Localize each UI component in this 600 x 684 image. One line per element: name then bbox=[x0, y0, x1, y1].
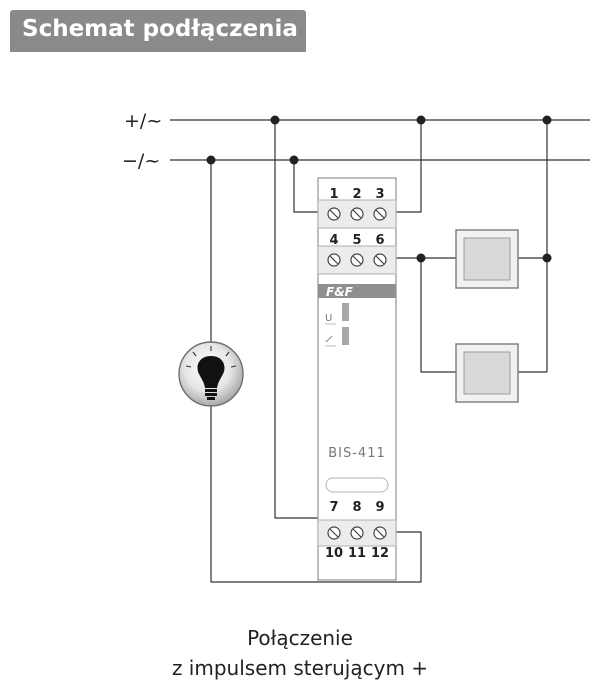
terminal-label: 5 bbox=[352, 233, 361, 248]
screw-terminal-icon bbox=[373, 207, 387, 221]
negative-line-label: −/~ bbox=[122, 150, 160, 172]
device-model: BIS-411 bbox=[328, 446, 386, 461]
junction-dot bbox=[542, 115, 552, 125]
junction-dot bbox=[416, 115, 426, 125]
junctions bbox=[206, 115, 552, 263]
junction-dot bbox=[542, 253, 552, 263]
terminal-label: 4 bbox=[329, 233, 338, 248]
screw-terminal-icon bbox=[327, 207, 341, 221]
pushbutton-2 bbox=[455, 343, 519, 403]
label-window bbox=[325, 477, 389, 493]
screw-terminal-icon bbox=[350, 207, 364, 221]
title-banner: Schemat podłączenia bbox=[10, 10, 306, 52]
caption-line-2: z impulsem sterującym + bbox=[171, 656, 429, 680]
led-indicator-u bbox=[342, 303, 349, 321]
junction-dot bbox=[206, 155, 216, 165]
junction-dot bbox=[289, 155, 299, 165]
page-title: Schemat podłączenia bbox=[22, 16, 298, 42]
junction-dot bbox=[270, 115, 280, 125]
terminal-label: 3 bbox=[375, 187, 384, 202]
terminal-label: 7 bbox=[329, 500, 338, 515]
terminal-numbers: 1 2 3 4 5 6 7 8 9 10 11 12 bbox=[325, 187, 389, 561]
terminal-label: 6 bbox=[375, 233, 384, 248]
brand-logo: F&F bbox=[326, 285, 354, 299]
pushbutton-1 bbox=[455, 229, 519, 289]
device-housing bbox=[317, 177, 397, 581]
wire-lamp-to-12 bbox=[210, 406, 422, 583]
terminal-label: 10 bbox=[325, 546, 343, 561]
relay-contact-icon bbox=[325, 335, 336, 347]
terminal-label: 2 bbox=[352, 187, 361, 202]
screw-terminal-icon bbox=[373, 526, 387, 540]
screw-terminals bbox=[327, 207, 387, 540]
caption-line-1: Połączenie bbox=[247, 626, 353, 650]
led-indicator-relay bbox=[342, 327, 349, 345]
positive-line-label: +/~ bbox=[124, 110, 162, 132]
wire-to-button2 bbox=[420, 258, 456, 373]
terminal-label: 8 bbox=[352, 500, 361, 515]
lamp bbox=[178, 341, 244, 407]
screw-terminal-icon bbox=[373, 253, 387, 267]
led-label-u: U bbox=[325, 313, 332, 324]
terminal-label: 12 bbox=[371, 546, 389, 561]
screw-terminal-icon bbox=[350, 253, 364, 267]
screw-terminal-icon bbox=[327, 526, 341, 540]
screw-terminal-icon bbox=[327, 253, 341, 267]
junction-dot bbox=[416, 253, 426, 263]
terminal-label: 1 bbox=[329, 187, 338, 202]
terminal-label: 11 bbox=[348, 546, 366, 561]
relay-device: F&F U BIS-411 bbox=[317, 177, 397, 581]
screw-terminal-icon bbox=[350, 526, 364, 540]
terminal-label: 9 bbox=[375, 500, 384, 515]
logo-band bbox=[318, 284, 396, 298]
